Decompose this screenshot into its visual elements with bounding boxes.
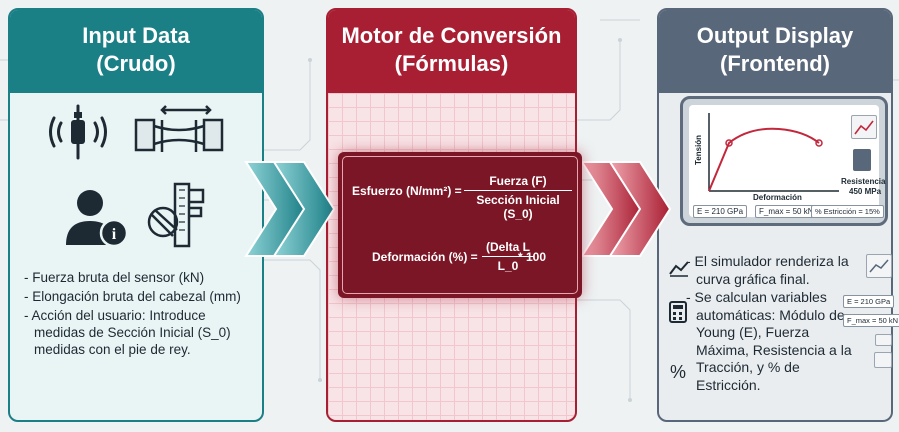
input-bullet: - Acción del usuario: Introduce medidas … (24, 308, 231, 357)
input-bullet: - Elongación bruta del cabezal (mm) (24, 289, 241, 304)
input-panel-title: Input Data (82, 23, 190, 48)
formula-strain-denominator: L_0 (497, 259, 519, 273)
red-chevron-arrow-icon (580, 161, 672, 257)
x-axis-label: Deformación (753, 193, 802, 202)
svg-text:i: i (112, 226, 117, 243)
motor-panel-subtitle: (Fórmulas) (394, 51, 509, 76)
chart-trend-icon (669, 261, 689, 277)
teal-chevron-arrow-icon (244, 161, 336, 257)
output-panel-title: Output Display (696, 23, 854, 48)
input-panel-header: Input Data (Crudo) (10, 10, 262, 93)
mini-calculator-icon (853, 149, 871, 171)
y-axis-label: Tensión (694, 134, 703, 165)
user-icon: i (66, 190, 129, 248)
mini-chart-icon (851, 115, 877, 139)
svg-text:%: % (670, 362, 686, 382)
percent-icon: % (670, 362, 686, 382)
calculator-icon (669, 301, 687, 323)
formula-stress-fraction: Fuerza (F) Sección Inicial (S_0) (464, 174, 572, 221)
formula-strain-suffix: * 100 (518, 250, 547, 264)
formula-stress-denominator: Sección Inicial (S_0) (476, 193, 560, 221)
formula-strain-lhs: Deformación (%) = (372, 250, 478, 264)
stress-strain-curve (708, 113, 839, 192)
sensor-icon (49, 104, 107, 160)
output-panel-subtitle: (Frontend) (720, 51, 830, 76)
formula-stress-lhs: Esfuerzo (N/mm²) = (352, 184, 462, 198)
input-bullet-list: - Fuerza bruta del sensor (kN) - Elongac… (24, 269, 259, 358)
caliper-icon (147, 182, 205, 248)
motor-panel-header: Motor de Conversión (Fórmulas) (328, 10, 575, 93)
e-value-pill: E = 210 GPa (693, 205, 748, 218)
output-bullet: - El simulador renderiza la curva gráfic… (686, 253, 849, 287)
formula-box: Esfuerzo (N/mm²) = Fuerza (F) Sección In… (338, 152, 582, 298)
side-wave-icon (874, 352, 892, 368)
formula-strain-numerator: (Delta L (482, 240, 534, 257)
motor-panel-title: Motor de Conversión (341, 23, 562, 48)
resistencia-value: 450 MPa (849, 187, 882, 196)
formula-strain-fraction: (Delta L L_0 (482, 240, 534, 273)
monitor-screen: Tensión Deformación Resistencia 450 MPa … (680, 96, 888, 226)
fmax-value-pill: F_max = 50 kN (755, 205, 818, 218)
input-panel-subtitle: (Crudo) (96, 51, 176, 76)
resistencia-label: Resistencia (841, 177, 886, 186)
side-e-pill: E = 210 GPa (843, 295, 895, 308)
side-mini-icon (875, 334, 892, 346)
input-bullet: - Fuerza bruta del sensor (kN) (24, 270, 205, 285)
estriccion-pill: % Estricción = 15% (811, 205, 884, 218)
specimen-icon (134, 105, 224, 152)
output-bullet: - Se calculan variables automáticas: Mód… (686, 289, 852, 393)
side-fmax-pill: F_max = 50 kN (843, 314, 899, 327)
formula-stress-numerator: Fuerza (F) (464, 174, 572, 191)
output-bullet-list: - El simulador renderiza la curva gráfic… (686, 253, 858, 394)
input-data-panel: Input Data (Crudo) (8, 8, 264, 422)
side-chart-icon (866, 254, 892, 278)
output-panel-header: Output Display (Frontend) (659, 10, 891, 93)
